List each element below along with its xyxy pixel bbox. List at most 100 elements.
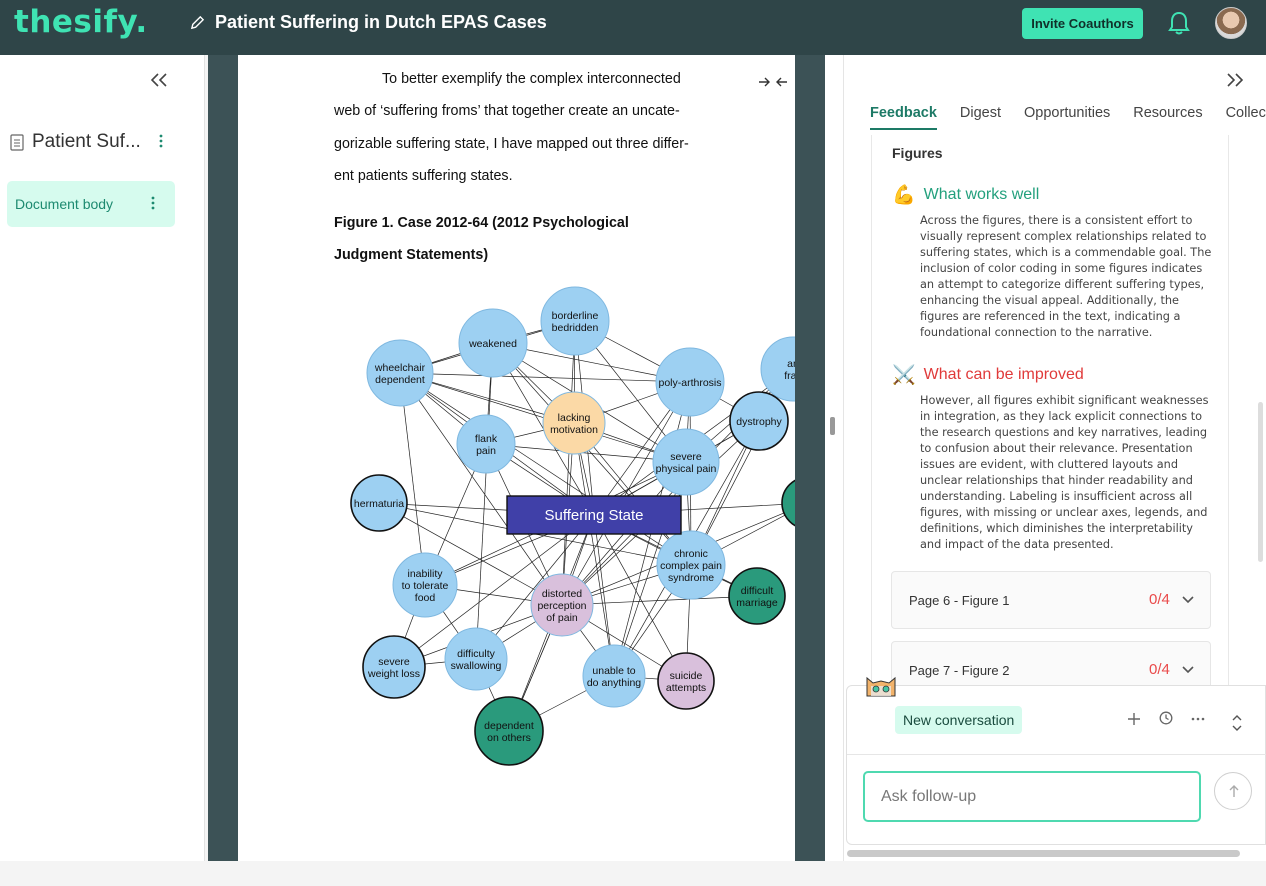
network-edge [475,342,494,660]
node-circle [350,474,408,532]
network-edge [378,502,563,606]
chevron-down-icon[interactable] [1182,595,1194,605]
divider [847,754,1266,755]
sidebar-document[interactable]: Patient Suf... [10,131,141,153]
network-node: hermaturia [350,474,408,532]
cat-mascot-icon [866,676,896,697]
node-label: do anything [587,677,641,689]
node-label: distorted [542,588,582,600]
scrollbar[interactable] [1258,402,1263,562]
node-label: an [787,358,795,370]
node-circle [540,286,610,356]
node-label: dependent [484,720,534,732]
document-title-area[interactable]: Patient Suffering in Dutch EPAS Cases [190,12,547,33]
network-node: c [781,479,795,527]
network-edge [399,372,563,606]
panel-resizer[interactable] [825,55,843,861]
chat-widget: New conversation [846,685,1266,845]
arrow-up-icon [1229,785,1239,797]
node-label: dystrophy [736,416,782,428]
chevron-down-icon[interactable] [1182,665,1194,675]
works-well-title: What works well [923,186,1040,203]
para-line: web of ‘suffering froms’ that together c… [334,103,680,120]
node-label: wheelchair [374,362,426,374]
center-box [506,495,682,535]
sidebar-item-document-body[interactable]: Document body [7,181,175,227]
node-label: pain [476,445,496,457]
network-node: poly-arthrosis [655,347,725,417]
para-line: gorizable suffering state, I have mapped… [334,135,689,152]
node-label: unable to [592,665,635,677]
send-button[interactable] [1214,772,1252,810]
node-label: poly-arthrosis [658,377,721,389]
sidebar-document-label: Patient Suf... [32,131,141,152]
bottom-strip [0,861,1266,886]
document-page[interactable]: To better exemplify the complex intercon… [238,55,795,861]
new-conversation-chip[interactable]: New conversation [895,706,1023,734]
more-vertical-icon[interactable] [151,196,155,210]
thesify-logo[interactable]: thesify. [14,4,148,40]
ask-followup-input[interactable] [863,771,1201,822]
history-icon[interactable] [1159,711,1173,725]
node-label: difficulty [457,648,495,660]
network-edge [399,372,691,383]
bell-icon[interactable] [1167,10,1191,36]
tab-collections[interactable]: Collec [1225,105,1266,121]
node-label: physical pain [656,463,717,475]
network-edge [573,422,615,677]
invite-coauthors-button[interactable]: Invite Coauthors [1022,8,1143,39]
accordion-label: Page 6 - Figure 1 [909,593,1010,608]
score-badge: 0/4 [1149,591,1170,608]
node-label: food [415,592,436,604]
suffering-network-diagram: borderlinebedriddenweakenedwheelchairdep… [350,286,795,766]
feedback-tabs: Feedback Digest Opportunities Resources … [870,105,1266,130]
node-circle [392,552,458,618]
user-avatar[interactable] [1215,7,1247,39]
node-label: syndrome [668,572,714,584]
node-circle [474,696,544,766]
collapse-right-icon[interactable] [1226,72,1244,88]
figure-caption-line: Figure 1. Case 2012-64 (2012 Psychologic… [334,215,629,231]
tab-feedback[interactable]: Feedback [870,105,937,130]
node-label: attempts [666,682,706,694]
more-horizontal-icon[interactable] [1191,712,1205,726]
node-label: frac [784,370,795,382]
collapse-left-icon[interactable] [150,72,168,88]
sidebar-item-label: Document body [15,196,114,212]
improve-text: However, all figures exhibit significant… [920,394,1209,551]
accordion-label: Page 7 - Figure 2 [909,663,1010,678]
plus-icon[interactable] [1127,712,1141,726]
node-label: severe [378,656,410,668]
expand-icon[interactable] [758,75,788,89]
node-label: of pain [546,612,578,624]
horizontal-scrollbar[interactable] [847,850,1240,857]
accordion-page6-figure1[interactable]: Page 6 - Figure 1 0/4 [891,571,1211,629]
node-circle [657,652,715,710]
network-edge [393,514,595,668]
resize-handle[interactable] [830,417,835,435]
tab-opportunities[interactable]: Opportunities [1024,105,1111,121]
network-edge [399,372,426,586]
more-vertical-icon[interactable] [159,134,163,148]
document-viewer[interactable]: To better exemplify the complex intercon… [208,55,825,861]
node-label: complex pain [660,560,722,572]
tab-resources[interactable]: Resources [1133,105,1203,121]
flexed-biceps-icon: 💪 [892,185,916,206]
document-title[interactable]: Patient Suffering in Dutch EPAS Cases [215,12,547,32]
center-label: Suffering State [545,507,644,524]
para-line: ent patients suffering states. [334,167,513,184]
score-badge: 0/4 [1149,661,1170,678]
node-label: borderline [552,310,599,322]
expand-collapse-icon[interactable] [1230,714,1244,732]
node-circle [656,530,726,600]
document-paragraph: To better exemplify the complex intercon… [334,63,714,192]
improve-title: What can be improved [923,366,1084,383]
node-circle [444,627,508,691]
pencil-icon[interactable] [190,15,205,30]
tab-digest[interactable]: Digest [959,105,1002,121]
